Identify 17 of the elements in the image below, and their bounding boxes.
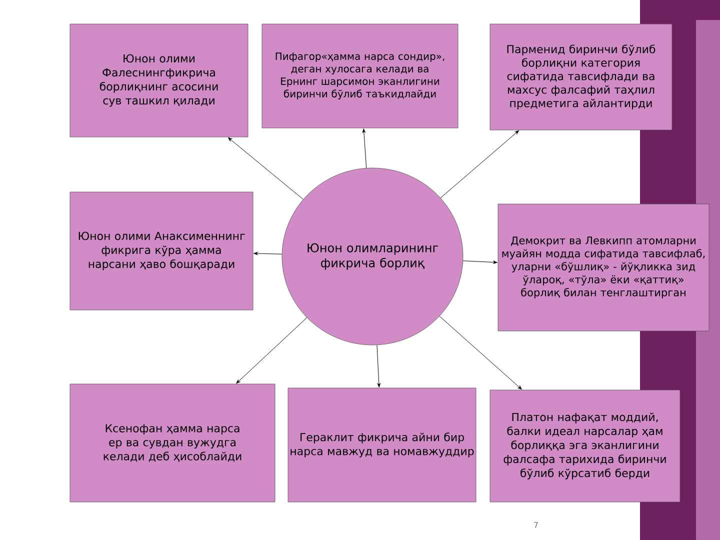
text-box: Юнон олими Анаксименнинг фикрига кўра ҳамма нарсани ҳаво бошқаради [70, 192, 254, 310]
arrow [254, 252, 282, 256]
page-number: 7 [534, 522, 538, 528]
text-box: Демокрит ва Левкипп атомларни муайян модда сифатида тавсифлаб, уларни «бўшлиқ» - йўқликка зид ўлароқ, «тўла» ёки «қаттиқ» борлиқ билан тенглаштирган [498, 204, 710, 332]
arrow [362, 128, 367, 168]
arrow [440, 130, 519, 198]
arrow [376, 344, 380, 388]
arrow [439, 316, 522, 390]
text-box: Платон нафақат моддий, балки идеал нарсалар ҳам борлиққа эга эканлигини фалсафа тарихида биринчи бўлиб кўрсатиб берди [490, 390, 680, 502]
text-box: Парменид биринчи бўлиб борлиқни категория сифатида тавсифлади ва махсус фалсафий таҳлил предметига айлантирди [490, 24, 672, 130]
text-box: Гераклит фикрича айни бир нарса мавжуд ва номавжуддир [288, 388, 476, 502]
text-box: Ксенофан ҳамма нарса ер ва сувдан вужудга келади деб ҳисоблайди [70, 384, 276, 502]
text-box: Пифагор«ҳамма нарса сондир», деган хулосага келади ва Ернинг шарсимон эканлигини биринчи бўлиб таъкидлайди [262, 24, 458, 128]
arrow [462, 260, 498, 264]
arrow [228, 137, 304, 200]
text-box: Юнон олими Фалеснингфикрича борлиқнинг асосини сув ташкил қилади [70, 24, 248, 138]
arrow [236, 317, 308, 384]
